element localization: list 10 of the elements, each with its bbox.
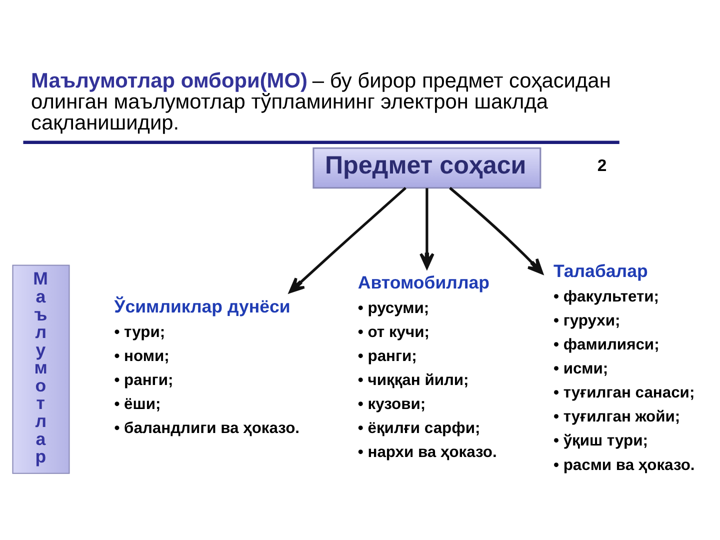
node-text: Автомобиллар • русуми; • от кучи; • ранги; • чиққан йили; • кузови; • ёқилғи сарфи; • нархи ва ҳоказо. [358, 272, 497, 461]
arrow [449, 186, 544, 274]
node-text: Ўсимликлар дунёси • тури; • номи; • ранги; • ёши; • баландлиги ва ҳоказо. [114, 296, 300, 437]
arrow [288, 186, 406, 293]
label: 2 [597, 155, 607, 174]
arrow [420, 188, 434, 268]
node-box: Маълумотлар [12, 264, 70, 474]
node-text: Талабалар • факультети; • гурухи; • фамилияси; • исми; • туғилган санаси; • туғилган жойи; • ўқиш тури; • расми ва ҳоказо. [553, 260, 695, 474]
node-box: Предмет соҳаси [312, 146, 542, 188]
diagram-title: Маълумотлар омбори(МО) – бу бирор предмет соҳасидан олинган маълумотлар тўпламининг электрон шаклда сақланишидир. [31, 68, 611, 134]
